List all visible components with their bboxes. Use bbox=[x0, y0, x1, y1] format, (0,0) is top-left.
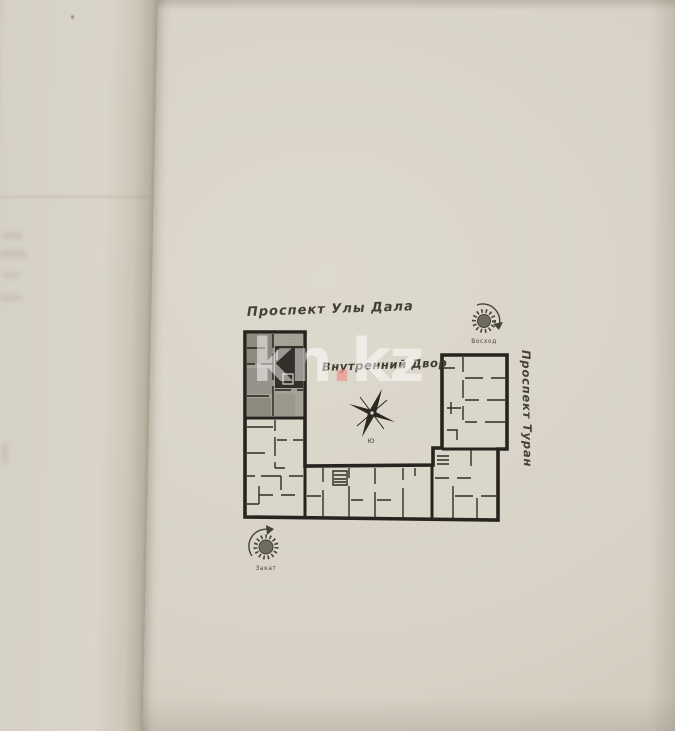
bleedthrough-mark bbox=[0, 295, 22, 301]
watermark-text-kn: kn bbox=[252, 326, 333, 396]
compass-south-label: Ю bbox=[367, 437, 374, 445]
watermark-dot: . bbox=[330, 326, 354, 396]
sunrise-label: Восход bbox=[471, 338, 496, 345]
paper-speck bbox=[71, 15, 74, 19]
right-upper-interior-walls bbox=[444, 357, 505, 440]
page-fold-left-edge bbox=[0, 0, 158, 731]
site-plan: Проспект Улы Дала Восход bbox=[243, 299, 535, 572]
sunrise-sun-icon bbox=[472, 303, 503, 333]
unit-divider-walls bbox=[245, 416, 507, 519]
bleedthrough-mark bbox=[2, 444, 8, 464]
sunset-arrow-icon bbox=[248, 528, 272, 557]
sunset-label: Закат bbox=[256, 565, 277, 572]
sunrise-arrow-icon bbox=[476, 303, 501, 327]
bottom-bar-interior-walls bbox=[307, 468, 416, 518]
watermark-text-kz: kz bbox=[351, 326, 424, 396]
street-top-label: Проспект Улы Дала bbox=[247, 299, 414, 320]
page-faint-line bbox=[0, 196, 150, 198]
courtyard-label: Внутренний Двор bbox=[322, 356, 448, 374]
right-lower-interior-walls bbox=[435, 450, 496, 518]
sunset-sun-icon bbox=[248, 525, 279, 560]
watermark: kn.kz bbox=[252, 331, 424, 391]
compass-rose-icon bbox=[349, 389, 395, 437]
bleedthrough-mark bbox=[0, 250, 26, 258]
highlighted-unit bbox=[246, 333, 304, 418]
bleedthrough-mark bbox=[4, 272, 20, 278]
bleedthrough-mark bbox=[2, 232, 22, 239]
left-wing-interior-walls bbox=[247, 420, 303, 505]
street-right-label: Проспект Туран bbox=[519, 350, 535, 468]
